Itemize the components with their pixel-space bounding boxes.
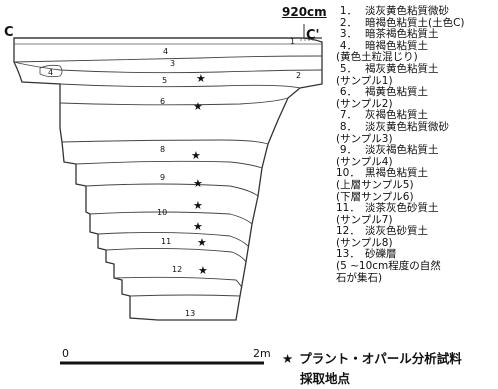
section-label-right: C': [306, 28, 320, 43]
legend-item: 1．淡灰黄色粘質微砂: [339, 5, 449, 17]
sample-star-6: ★: [193, 220, 203, 233]
layer-label-11: 11: [161, 237, 171, 246]
legend-item: 2．暗褐色粘質土(土色C): [339, 16, 465, 29]
sample-star-7: ★: [197, 236, 207, 249]
legend-item: 3．暗茶褐色粘質土: [339, 28, 439, 41]
legend-item: 11．淡茶灰色砂質土 (サンプル7): [336, 202, 439, 226]
layer-label-3b: 3: [170, 59, 175, 68]
sample-star-1: ★: [196, 72, 206, 85]
star-icon: ★: [282, 351, 294, 366]
sample-star-5: ★: [193, 199, 203, 212]
scale-end-label: 2m: [253, 347, 271, 360]
sample-star-4: ★: [193, 177, 203, 190]
layer-label-9: 9: [160, 173, 165, 182]
legend-item: 7．灰褐色粘質土: [339, 109, 428, 122]
legend-item: 13．砂礫層 (5 ~10cm程度の自然 石が集石): [336, 248, 441, 284]
layer-label-5: 5: [162, 76, 167, 85]
pit-outline: [13, 37, 323, 321]
legend-item: 6．褐黄色粘質土 (サンプル2): [336, 86, 428, 110]
sample-star-3: ★: [191, 149, 201, 162]
sample-note: ★ プラント・オパール分析試料 採取地点: [282, 349, 462, 389]
layer-label-2: 2: [296, 71, 301, 80]
layer-label-8: 8: [160, 145, 165, 154]
section-label-left: C: [4, 25, 14, 40]
layer-legend: 1．淡灰黄色粘質微砂 2．暗褐色粘質土(土色C) 3．暗茶褐色粘質土 4．暗褐色…: [336, 5, 496, 284]
legend-item: 9．淡灰褐色粘質土 (サンプル4): [336, 144, 439, 168]
layer-label-3: 4: [163, 47, 168, 56]
legend-item: 8．淡灰黄色粘質微砂 (サンプル3): [336, 120, 449, 145]
layer-label-10: 10: [157, 208, 167, 217]
layer-label-13: 13: [185, 309, 195, 318]
elevation-label: 920cm: [282, 5, 327, 19]
note-line-1: プラント・オパール分析試料: [299, 351, 462, 366]
sample-star-2: ★: [193, 100, 203, 113]
note-line-2: 採取地点: [300, 371, 351, 386]
layer-label-4: 4: [48, 68, 53, 77]
layer-label-6: 6: [160, 97, 165, 106]
legend-item: 10．黒褐色粘質土 (上層サンプル5) (下層サンプル6): [336, 167, 428, 203]
scale-start-label: 0: [62, 347, 69, 360]
sample-star-8: ★: [198, 264, 208, 277]
layer-label-1: 1: [290, 37, 295, 46]
legend-item: 12．淡灰色砂質土 (サンプル8): [336, 225, 428, 249]
layer-label-12: 12: [172, 265, 182, 274]
legend-item: 4．暗褐色粘質土 (黄色土粒混じり): [336, 39, 428, 64]
legend-item: 5．褐灰黄色粘質土 (サンプル1): [336, 62, 439, 87]
